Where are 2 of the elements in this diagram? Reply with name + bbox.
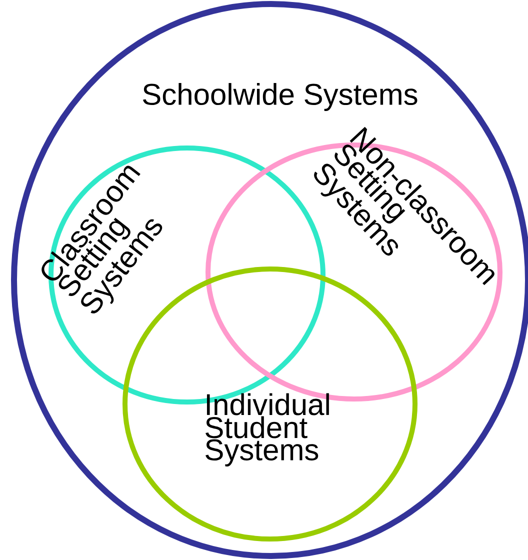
venn-label: Individual Student Systems [206, 393, 329, 466]
venn-label: Schoolwide Systems [142, 83, 418, 111]
